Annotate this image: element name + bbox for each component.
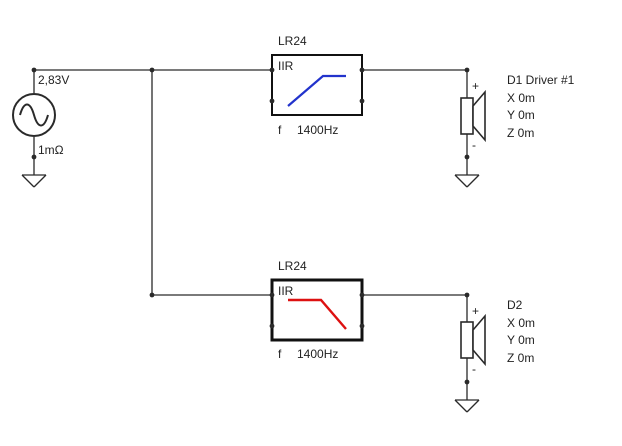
source-impedance-label: 1mΩ: [38, 143, 64, 157]
filter2-port-in[interactable]: [269, 292, 275, 298]
lowpass-curve: [288, 298, 347, 330]
ground-left: [454, 399, 468, 413]
node-source-top: [31, 67, 37, 73]
node-branch-top: [149, 67, 155, 73]
filter-block-2[interactable]: LR24 IIR f 1400Hz: [269, 259, 365, 361]
driver2-minus-sign: -: [472, 362, 476, 376]
filter1-port-out-2[interactable]: [359, 98, 365, 104]
filter-block-1[interactable]: LR24 IIR f 1400Hz: [269, 34, 365, 137]
driver2-z: Z 0m: [507, 351, 534, 365]
speaker-icon: [460, 89, 486, 143]
driver-1[interactable]: + - D1 Driver #1 X 0m Y 0m Z 0m: [460, 73, 575, 152]
ground-icon: [454, 399, 480, 413]
filter1-title: LR24: [278, 34, 307, 48]
filter2-type-label: IIR: [278, 284, 294, 298]
highpass-curve: [287, 74, 346, 107]
node-source-gnd: [31, 154, 37, 160]
ground-icon: [21, 174, 47, 188]
driver2-plus-sign: +: [472, 304, 479, 318]
sine-wave-trace: [19, 103, 49, 127]
voltage-source[interactable]: 2,83V 1mΩ: [12, 73, 69, 157]
filter1-box[interactable]: [271, 54, 363, 116]
ground-right: [466, 174, 480, 188]
filter1-freq-prefix: f: [278, 123, 282, 137]
ground-left: [21, 174, 35, 188]
driver1-x: X 0m: [507, 91, 535, 105]
node-driver1-top: [464, 67, 470, 73]
filter2-port-in-2[interactable]: [269, 323, 275, 329]
filter2-title: LR24: [278, 259, 307, 273]
filter1-port-in-2[interactable]: [269, 98, 275, 104]
filter2-freq-value: 1400Hz: [297, 347, 338, 361]
filter1-port-in[interactable]: [269, 67, 275, 73]
filter2-port-out[interactable]: [359, 292, 365, 298]
filter2-box[interactable]: [270, 278, 364, 342]
node-driver1-gnd: [464, 154, 470, 160]
filter2-port-out-2[interactable]: [359, 323, 365, 329]
ground-left: [454, 174, 468, 188]
ground-right: [33, 174, 47, 188]
ground-right: [466, 399, 480, 413]
filter1-port-out[interactable]: [359, 67, 365, 73]
filter1-freq-value: 1400Hz: [297, 123, 338, 137]
node-driver2-gnd: [464, 379, 470, 385]
driver-2[interactable]: + - D2 X 0m Y 0m Z 0m: [460, 298, 535, 376]
node-branch-bottom: [149, 292, 155, 298]
driver2-y: Y 0m: [507, 333, 535, 347]
filter2-freq-prefix: f: [278, 347, 282, 361]
node-driver2-top: [464, 292, 470, 298]
source-voltage-label: 2,83V: [38, 73, 69, 87]
driver1-name: D1 Driver #1: [507, 73, 575, 87]
wires: [33, 69, 468, 400]
driver1-plus-sign: +: [472, 79, 479, 93]
junction-nodes: [31, 67, 470, 385]
driver1-y: Y 0m: [507, 108, 535, 122]
driver2-name: D2: [507, 298, 523, 312]
driver2-x: X 0m: [507, 316, 535, 330]
driver1-z: Z 0m: [507, 126, 534, 140]
speaker-icon: [460, 313, 486, 367]
ground-icon: [454, 174, 480, 188]
driver1-minus-sign: -: [472, 138, 476, 152]
filter1-type-label: IIR: [278, 59, 294, 73]
